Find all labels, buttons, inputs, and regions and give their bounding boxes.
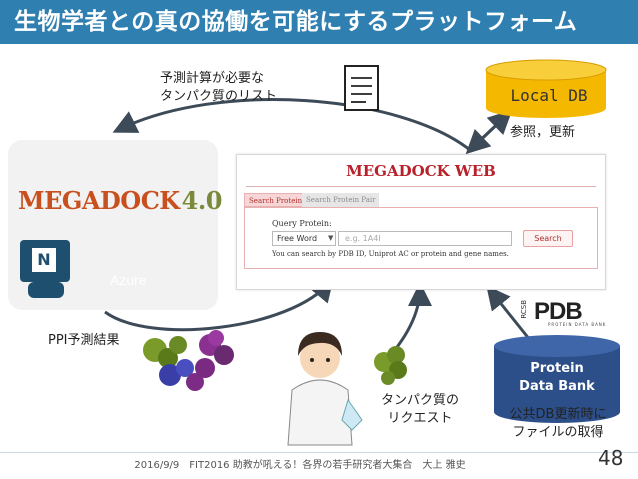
- pdb-db-line2: Data Bank: [519, 379, 595, 394]
- protein-request-line2: リクエスト: [387, 411, 453, 426]
- pdb-logo-subtitle: PROTEIN DATA BANK: [548, 322, 607, 327]
- search-help-text: You can search by PDB ID, Uniprot AC or …: [272, 250, 509, 258]
- footer-text: 2016/9/9 FIT2016 助教が吼える！各界の若手研究者大集合 大上 雅…: [134, 460, 466, 471]
- server-base-icon: [28, 282, 64, 298]
- ppi-result-label: PPI予測結果: [48, 333, 120, 348]
- scientist-icon: [287, 332, 363, 446]
- pdb-update-label: 公共DB更新時に ファイルの取得: [498, 406, 618, 442]
- protein-request-line1: タンパク質の: [380, 393, 459, 408]
- pdb-db-line1: Protein: [530, 361, 584, 376]
- tab-search-protein[interactable]: Search Protein: [244, 193, 308, 207]
- megadock-logo-version: 4.0: [181, 186, 223, 215]
- protein-structures-icon: [143, 330, 234, 391]
- megadock-logo-text: MEGADOCK: [18, 186, 180, 215]
- web-title: MEGADOCK WEB: [346, 162, 496, 180]
- prediction-list-label: 予測計算が必要な タンパク質のリスト: [160, 70, 277, 106]
- query-input[interactable]: e.g. 1A4I: [338, 231, 512, 246]
- page-number: 48: [598, 446, 624, 470]
- azure-label: Azure: [110, 272, 147, 288]
- prediction-list-line1: 予測計算が必要な: [160, 71, 265, 86]
- local-db-label: Local DB: [510, 86, 588, 105]
- pdb-database-label: Protein Data Bank: [494, 360, 620, 396]
- footer-divider: [0, 452, 638, 453]
- pdb-update-line2: ファイルの取得: [512, 425, 604, 440]
- prediction-list-line2: タンパク質のリスト: [160, 89, 278, 104]
- search-button[interactable]: Search: [523, 230, 573, 247]
- arrow-pdb-to-web: [486, 285, 532, 341]
- arrow-result-to-web: [104, 277, 334, 332]
- pdb-logo: PDB: [534, 298, 583, 325]
- tab-search-protein-pair[interactable]: Search Protein Pair: [302, 193, 380, 207]
- web-divider: [246, 186, 596, 187]
- query-label: Query Protein:: [272, 219, 332, 228]
- rcsb-text: RCSB: [520, 300, 528, 319]
- megadock-logo: MEGADOCK4.0: [18, 186, 222, 215]
- protein-request-label: タンパク質の リクエスト: [370, 392, 470, 428]
- query-type-select[interactable]: Free Word: [272, 231, 336, 246]
- chevron-down-icon: ▼: [328, 234, 334, 242]
- arrow-list-to-megadock: [112, 98, 471, 152]
- request-protein-icon: [374, 346, 407, 385]
- tsubame-monitor-icon: N: [20, 240, 70, 282]
- reference-update-label: 参照，更新: [510, 125, 576, 140]
- pdb-update-line1: 公共DB更新時に: [509, 407, 607, 422]
- page-title: 生物学者との真の協働を可能にするプラットフォーム: [0, 0, 638, 44]
- pdb-cylinder-icon: [494, 335, 620, 423]
- local-db-cylinder-icon: [485, 59, 607, 118]
- monitor-glyph: N: [32, 248, 56, 272]
- document-icon: [344, 65, 379, 111]
